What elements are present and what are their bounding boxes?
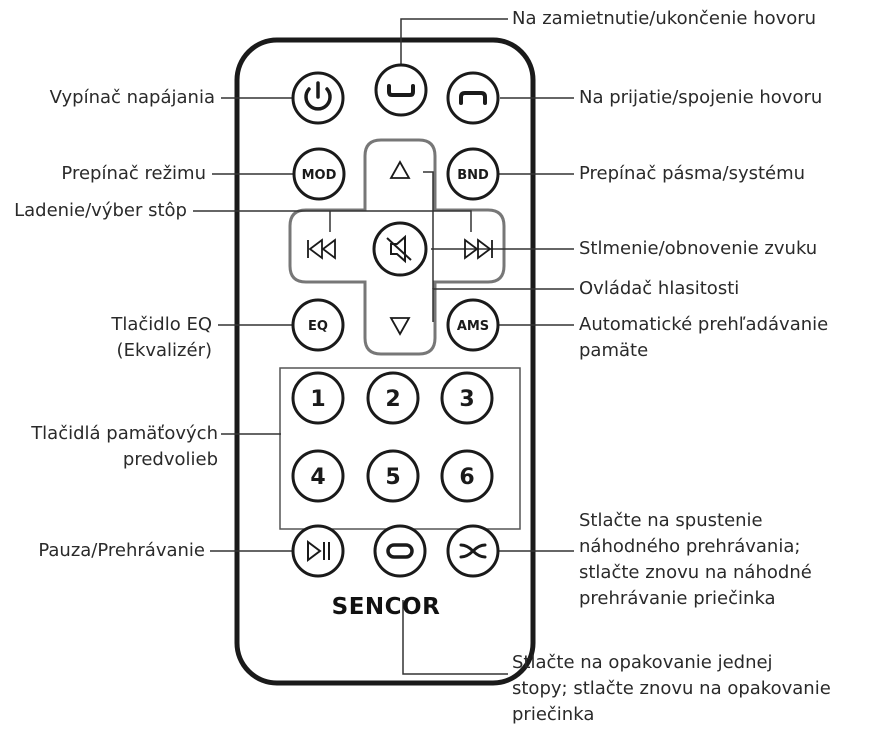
hang-up-icon [387,84,415,97]
label-repeat-3: priečinka [512,704,595,725]
mod-label: MOD [302,168,337,183]
phone-icon [459,91,487,105]
remote-body [234,37,536,686]
label-shuffle-4: prehrávanie priečinka [579,588,776,609]
play-pause-button[interactable] [291,524,345,578]
label-volume: Ovládač hlasitosti [579,278,740,299]
repeat-button[interactable] [373,524,427,578]
mod-button[interactable]: MOD [292,147,346,201]
preset-button-2[interactable]: 2 [366,371,420,425]
speaker-mute-icon [386,234,412,264]
eq-button[interactable]: EQ [291,298,345,352]
previous-track-button[interactable] [307,238,336,260]
triangle-down-icon [389,317,411,336]
preset-1-label: 1 [310,387,325,412]
label-tuning: Ladenie/výber stôp [14,200,187,221]
skip-back-icon [307,238,336,260]
label-ams-1: Automatické prehľadávanie [579,314,829,335]
ams-label: AMS [457,319,489,334]
label-eq-2: (Ekvalizér) [116,340,212,361]
preset-button-5[interactable]: 5 [366,449,420,503]
ams-button[interactable]: AMS [446,298,500,352]
preset-button-6[interactable]: 6 [440,449,494,503]
label-shuffle-1: Stlačte na spustenie [579,510,763,531]
label-shuffle-3: stlačte znovu na náhodné [579,562,812,583]
label-ams-2: pamäte [579,340,649,361]
power-icon [304,81,332,111]
volume-up-button[interactable] [389,160,411,179]
label-pause-play: Pauza/Prehrávanie [38,540,205,561]
volume-down-button[interactable] [389,317,411,336]
label-power: Vypínač napájania [49,87,215,108]
label-shuffle-2: náhodného prehrávania; [579,536,801,557]
label-accept-call: Na prijatie/spojenie hovoru [579,87,823,108]
label-mode: Prepínač režimu [61,163,206,184]
label-presets-2: predvolieb [122,449,218,470]
play-pause-icon [307,540,330,562]
mute-button[interactable] [372,221,428,277]
preset-button-4[interactable]: 4 [291,449,345,503]
shuffle-button[interactable] [446,524,500,578]
preset-6-label: 6 [459,465,474,490]
preset-button-3[interactable]: 3 [440,371,494,425]
power-button[interactable] [291,71,345,125]
preset-2-label: 2 [385,387,400,412]
shuffle-icon [459,543,487,559]
eq-label: EQ [308,319,328,334]
bnd-label: BND [457,168,489,183]
label-band: Prepínač pásma/systému [579,163,806,184]
label-eq-1: Tlačidlo EQ [111,314,212,335]
callout-lines [193,18,574,675]
label-repeat-2: stopy; stlačte znovu na opakovanie [512,678,831,699]
label-repeat-1: Stlačte na opakovanie jednej [512,652,773,673]
brand-logo: SENCOR [332,594,441,620]
triangle-up-icon [389,160,411,179]
preset-5-label: 5 [385,465,400,490]
preset-button-1[interactable]: 1 [291,371,345,425]
bnd-button[interactable]: BND [446,147,500,201]
label-mute: Stlmenie/obnovenie zvuku [579,238,818,259]
accept-call-button[interactable] [446,71,500,125]
reject-call-button[interactable] [374,63,428,117]
repeat-icon [386,543,414,559]
label-presets-1: Tlačidlá pamäťových [31,423,218,444]
skip-forward-icon [464,238,493,260]
preset-4-label: 4 [310,465,325,490]
label-reject-call: Na zamietnutie/ukončenie hovoru [512,8,817,29]
preset-3-label: 3 [459,387,474,412]
next-track-button[interactable] [464,238,493,260]
